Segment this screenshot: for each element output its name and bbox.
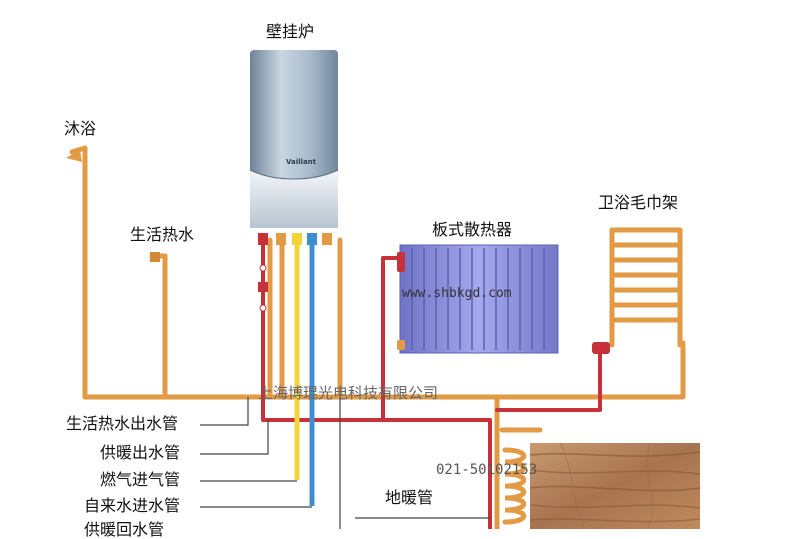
- floor-heating-label: 地暖管: [385, 488, 434, 507]
- legend-heating-return: 供暖回水管: [84, 520, 165, 539]
- watermark-company: 上海博琨光电科技有限公司: [258, 384, 439, 402]
- heating-pipes: [261, 238, 602, 529]
- watermark-phone: 021-50102153: [436, 462, 538, 478]
- legend-hot-water-outlet: 生活热水出水管: [66, 414, 179, 433]
- legend-leaders: [200, 397, 490, 519]
- towel-rack-label: 卫浴毛巾架: [598, 193, 679, 212]
- wall-boiler: [249, 50, 339, 228]
- legend-cold-water-inlet: 自来水进水管: [84, 496, 181, 515]
- shower-label: 沐浴: [64, 119, 97, 138]
- legend-gas-inlet: 燃气进气管: [100, 470, 181, 489]
- floor-heating-coil: [494, 417, 543, 529]
- boiler-fittings: [258, 233, 332, 312]
- faucet-icon: [150, 252, 160, 262]
- shower-head-icon: [66, 150, 82, 162]
- radiator-label: 板式散热器: [432, 220, 513, 239]
- watermark-url: www.shbkgd.com: [402, 286, 512, 301]
- boiler-label: 壁挂炉: [266, 22, 315, 41]
- panel-radiator: [397, 244, 559, 354]
- hot-water-label: 生活热水: [130, 225, 195, 244]
- legend-heating-outlet: 供暖出水管: [100, 443, 181, 462]
- boiler-brand-logo: Vaillant: [286, 158, 317, 166]
- wood-floor: [529, 442, 701, 529]
- towel-rack: [609, 227, 683, 348]
- towel-rack-valve-icon: [592, 342, 610, 354]
